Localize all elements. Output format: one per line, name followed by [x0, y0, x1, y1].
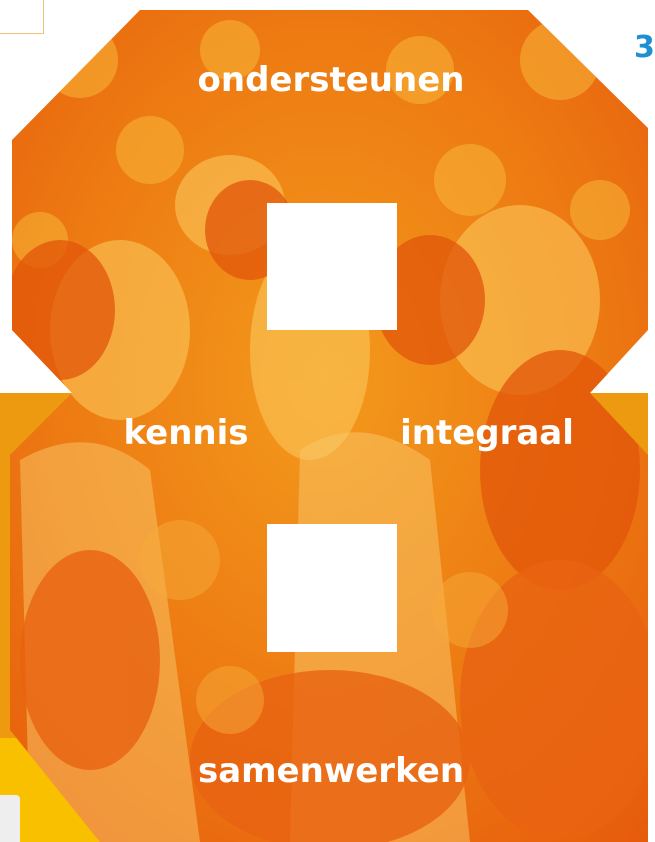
corner-frame	[0, 0, 44, 34]
word-kennis: kennis	[123, 413, 248, 453]
lower-counter	[267, 524, 397, 652]
word-integraal: integraal	[400, 413, 574, 453]
upper-counter	[267, 203, 397, 330]
word-ondersteunen: ondersteunen	[198, 60, 465, 100]
word-samenwerken: samenwerken	[198, 751, 464, 791]
page-number: 3	[634, 30, 655, 65]
bottom-tab	[0, 795, 20, 842]
